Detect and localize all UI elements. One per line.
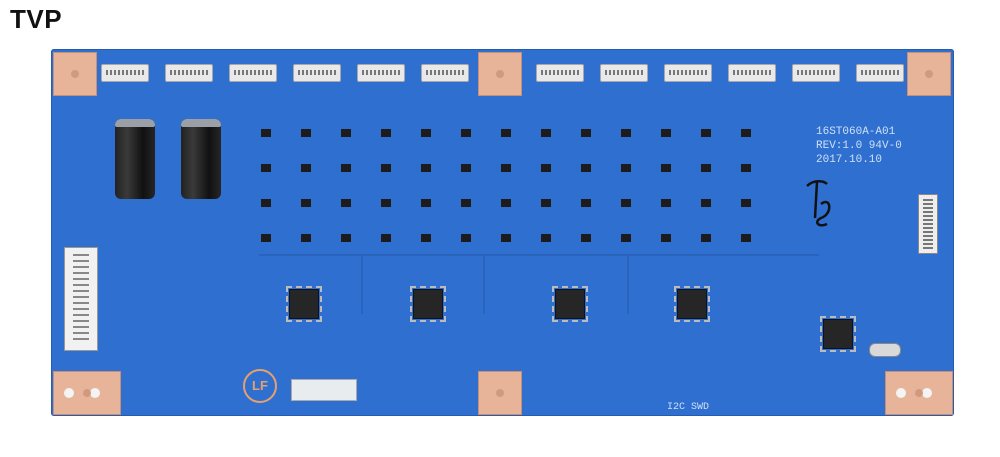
trace-line (259, 254, 819, 256)
mounting-pad-top-center (478, 52, 522, 96)
electrolytic-capacitor (115, 119, 155, 199)
bus-label: I2C SWD (667, 402, 710, 413)
mounting-pad-bottom-center (478, 371, 522, 415)
driver-ic (674, 286, 710, 322)
mounting-pad-bottom-right (885, 371, 953, 415)
mosfet-array (261, 124, 781, 249)
led-connector (600, 64, 648, 82)
lead-free-logo: LF (243, 369, 277, 403)
board-revision: REV:1.0 94V-0 (816, 140, 902, 152)
driver-ic (410, 286, 446, 322)
trace-line (361, 254, 363, 314)
led-connector (664, 64, 712, 82)
electrolytic-capacitor (181, 119, 221, 199)
led-connector (856, 64, 904, 82)
mounting-pad-top-left (53, 52, 97, 96)
fpc-connector (918, 194, 938, 254)
led-connector (293, 64, 341, 82)
input-connector (64, 247, 98, 351)
led-connector (229, 64, 277, 82)
pcb-board: 16ST060A-A01 REV:1.0 94V-0 2017.10.10 I2… (51, 49, 954, 416)
mounting-pad-top-right (907, 52, 951, 96)
led-connector (101, 64, 149, 82)
label-sticker (291, 379, 357, 401)
led-connector (792, 64, 840, 82)
board-date: 2017.10.10 (816, 154, 883, 166)
led-connector (165, 64, 213, 82)
board-part-number: 16ST060A-A01 (816, 126, 896, 138)
driver-ic (286, 286, 322, 322)
led-connector (536, 64, 584, 82)
driver-ic (552, 286, 588, 322)
controller-ic (820, 316, 856, 352)
led-connector (357, 64, 405, 82)
crystal-oscillator (869, 343, 901, 357)
mounting-pad-bottom-left (53, 371, 121, 415)
watermark-text: TVP (10, 4, 63, 34)
trace-line (483, 254, 485, 314)
led-connector (728, 64, 776, 82)
handwritten-mark (806, 180, 831, 227)
led-connector (421, 64, 469, 82)
trace-line (627, 254, 629, 314)
